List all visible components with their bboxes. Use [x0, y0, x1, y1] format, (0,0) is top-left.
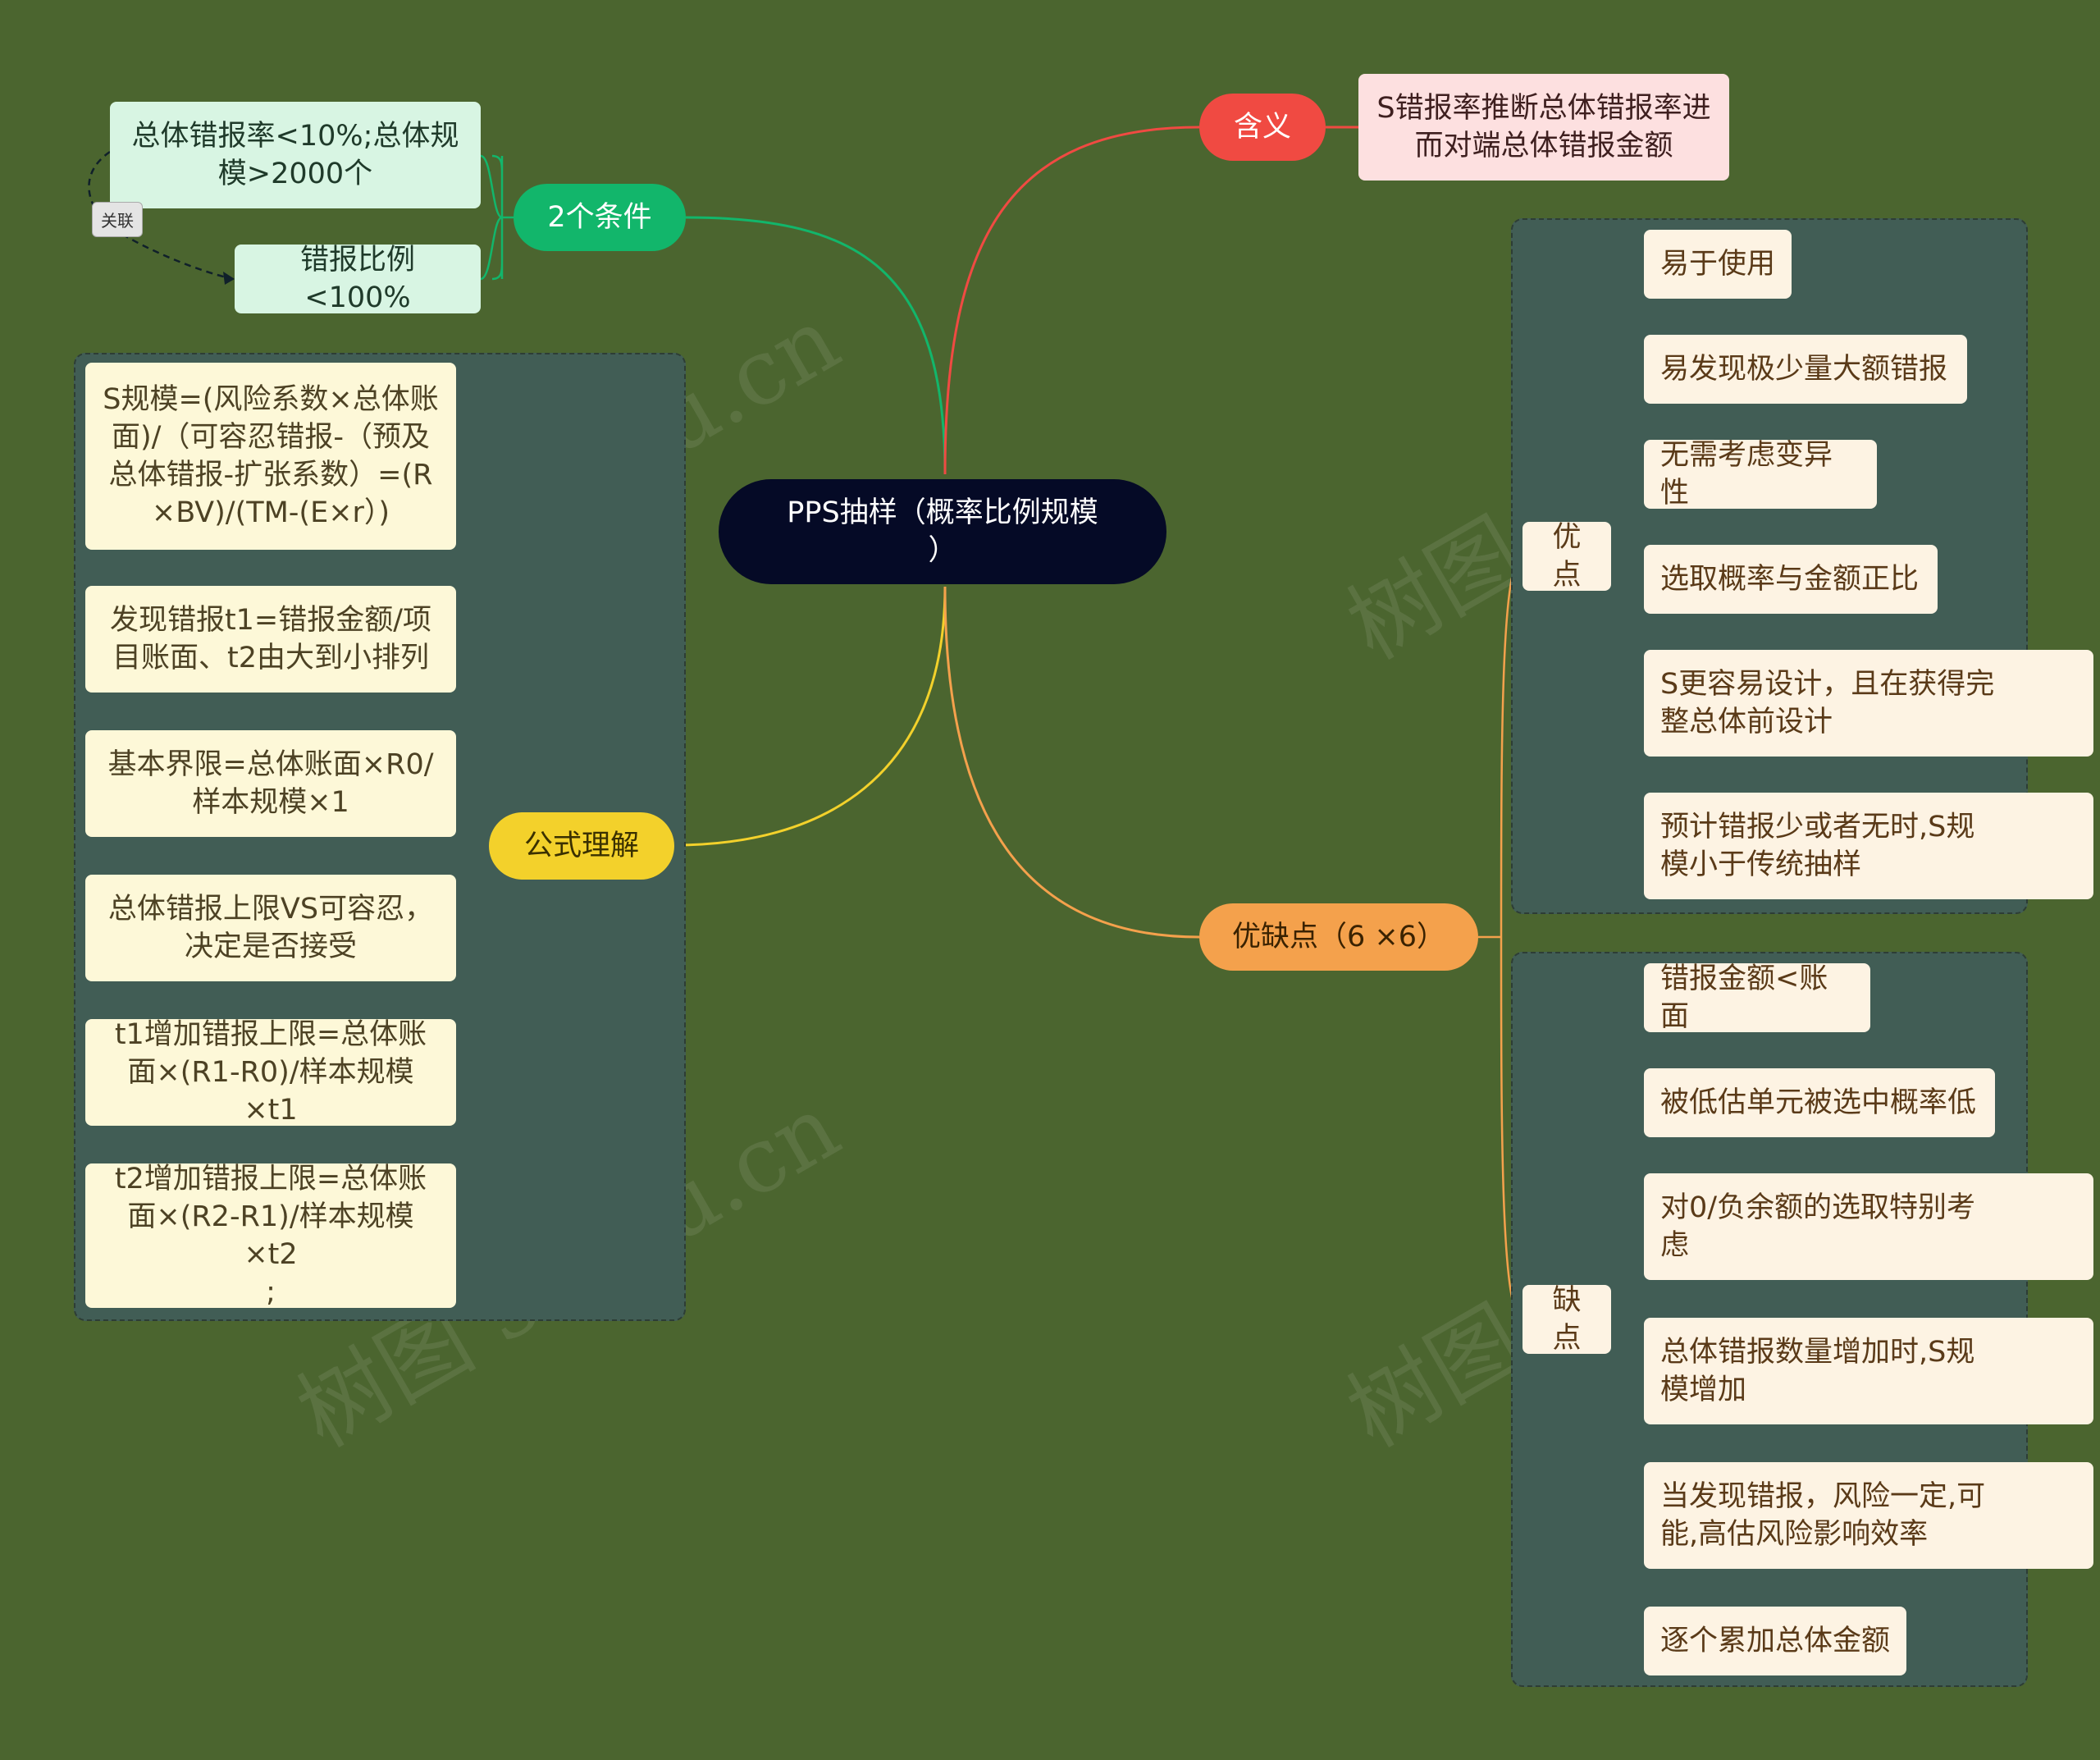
- pros-item[interactable]: 无需考虑变异性: [1644, 439, 1877, 510]
- formula-item[interactable]: t1增加错报上限=总体账 面×(R1-R0)/样本规模×t1: [85, 1018, 456, 1127]
- pros-item[interactable]: 预计错报少或者无时,S规 模小于传统抽样: [1644, 793, 2093, 899]
- cons-item[interactable]: 对0/负余额的选取特别考 虑: [1644, 1173, 2093, 1280]
- edge-root-formula: [673, 586, 947, 847]
- pros-item[interactable]: 易于使用: [1644, 230, 1792, 299]
- cons-item[interactable]: 被低估单元被选中概率低: [1644, 1068, 1995, 1137]
- cons-item[interactable]: 逐个累加总体金额: [1644, 1607, 1906, 1675]
- cons-item[interactable]: 当发现错报，风险一定,可 能,高估风险影响效率: [1644, 1462, 2093, 1569]
- formula-item[interactable]: 基本界限=总体账面×R0/ 样本规模×1: [85, 730, 456, 837]
- meaning-text[interactable]: S错报率推断总体错报率进 而对端总体错报金额: [1358, 74, 1729, 181]
- edge-conditions-item-2: [480, 216, 503, 281]
- formula-item[interactable]: 发现错报t1=错报金额/项 目账面、t2由大到小排列: [85, 586, 456, 693]
- relation-tag[interactable]: 关联: [92, 202, 143, 237]
- topic-formula[interactable]: 公式理解: [489, 812, 674, 880]
- cons-label[interactable]: 缺点: [1522, 1284, 1611, 1355]
- root-topic[interactable]: PPS抽样（概率比例规模 ）: [719, 479, 1166, 584]
- edge-conditions-item-1: [480, 154, 503, 219]
- relation-arrow-head: [223, 272, 235, 285]
- formula-item[interactable]: 总体错报上限VS可容忍， 决定是否接受: [85, 875, 456, 981]
- edge-conditions-bracket: [491, 154, 514, 281]
- pros-item[interactable]: S更容易设计，且在获得完 整总体前设计: [1644, 650, 2093, 757]
- pros-item[interactable]: 选取概率与金额正比: [1644, 545, 1938, 614]
- topic-conditions[interactable]: 2个条件: [514, 184, 686, 251]
- cons-item[interactable]: 错报金额<账面: [1644, 962, 1870, 1033]
- edge-root-meaning: [943, 126, 1200, 475]
- condition-item[interactable]: 错报比例<100%: [235, 244, 481, 314]
- topic-meaning[interactable]: 含义: [1199, 94, 1326, 161]
- cons-item[interactable]: 总体错报数量增加时,S规 模增加: [1644, 1318, 2093, 1424]
- topic-proscons[interactable]: 优缺点（6 ×6）: [1199, 903, 1478, 971]
- pros-label[interactable]: 优点: [1522, 521, 1611, 592]
- pros-item[interactable]: 易发现极少量大额错报: [1644, 335, 1967, 404]
- formula-item[interactable]: t2增加错报上限=总体账 面×(R2-R1)/样本规模×t2 ;: [85, 1163, 456, 1309]
- edge-root-proscons: [943, 586, 1200, 939]
- edge-root-conditions: [685, 216, 947, 475]
- formula-item[interactable]: S规模=(风险系数×总体账 面)/（可容忍错报-（预及 总体错报-扩张系数）=(…: [85, 363, 456, 550]
- condition-item[interactable]: 总体错报率<10%;总体规 模>2000个: [110, 102, 481, 208]
